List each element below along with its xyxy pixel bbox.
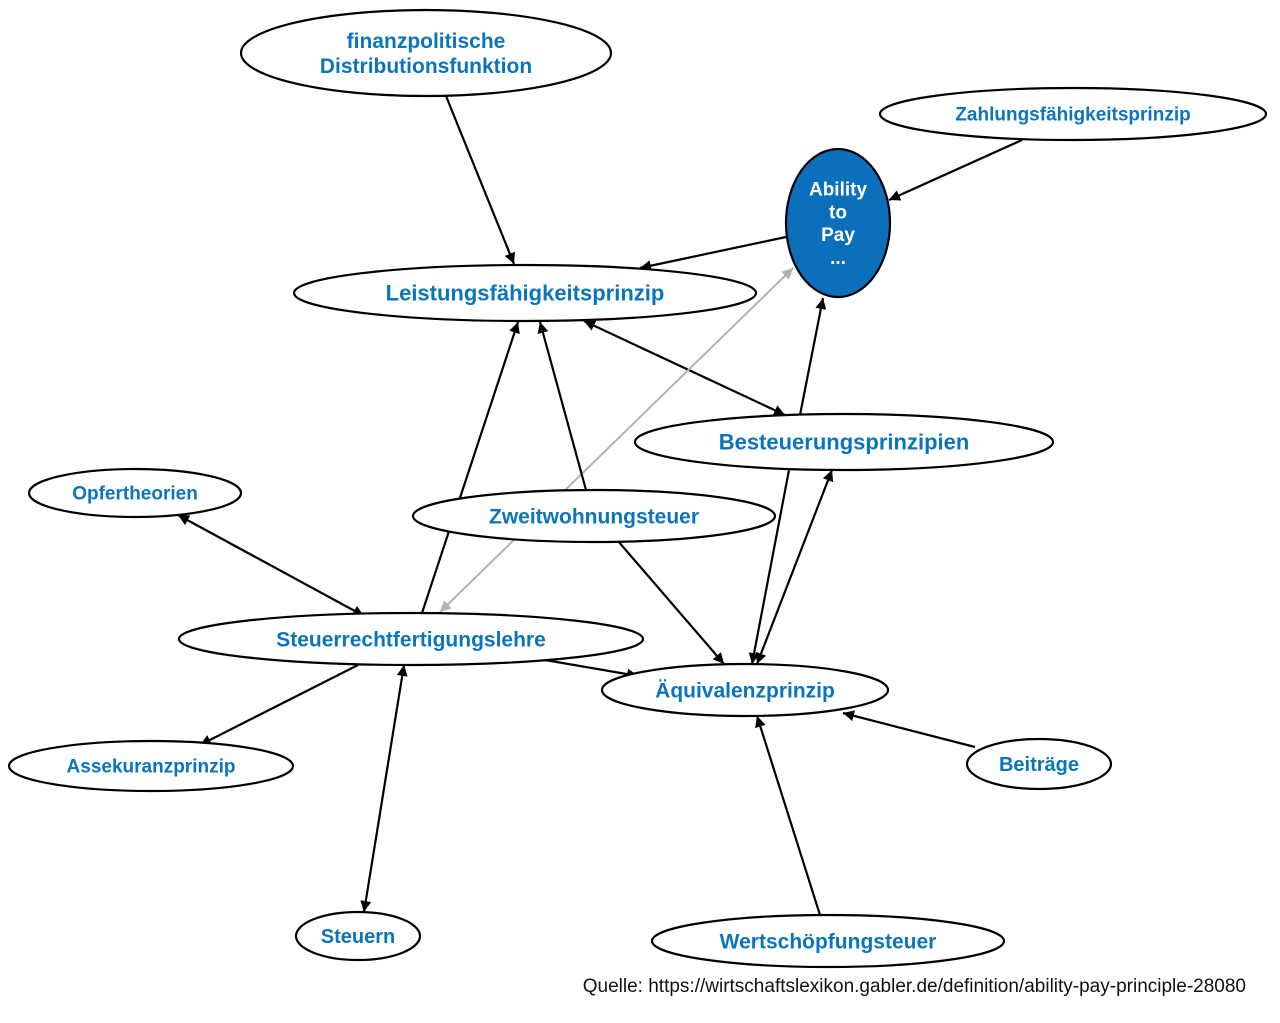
edge-zahlung-ability	[888, 138, 1023, 202]
node-label: Wertschöpfungsteuer	[720, 930, 937, 953]
node-label: Leistungsfähigkeitsprinzip	[386, 281, 665, 306]
node-shape	[878, 86, 1268, 142]
node-label: Steuern	[321, 926, 395, 948]
node-steuern[interactable]: Steuern	[294, 910, 422, 962]
node-label: Beiträge	[999, 754, 1079, 776]
edge-opfer-steuerrecht	[177, 514, 365, 617]
node-assekuranz[interactable]: Assekuranzprinzip	[7, 739, 295, 793]
node-label: Steuerrechtfertigungslehre	[276, 628, 546, 651]
node-ability[interactable]: AbilitytoPay...	[784, 147, 892, 299]
node-shape	[292, 263, 758, 323]
node-aequivalenz[interactable]: Äquivalenzprinzip	[600, 662, 890, 718]
edge-zweit-aequivalenz	[617, 540, 725, 665]
edge-besteuerung-aequivalenz	[748, 469, 791, 665]
node-label: Pay	[821, 225, 855, 246]
node-shape	[650, 913, 1006, 969]
node-label: Äquivalenzprinzip	[655, 679, 835, 702]
node-label: Zweitwohnungsteuer	[489, 505, 699, 528]
node-shape	[411, 488, 777, 544]
node-besteuerung[interactable]: Besteuerungsprinzipien	[633, 412, 1055, 472]
node-steuerrecht[interactable]: Steuerrechtfertigungslehre	[177, 611, 645, 667]
edge-steuerrecht-assekuranz	[199, 664, 359, 746]
node-label: Assekuranzprinzip	[67, 757, 236, 778]
node-opfer[interactable]: Opfertheorien	[27, 467, 243, 519]
node-label: ...	[830, 248, 846, 269]
node-shape	[633, 412, 1055, 472]
node-shape	[294, 910, 422, 962]
node-shape	[784, 147, 892, 299]
edge-aequivalenz-besteuerung	[755, 469, 834, 665]
edge-leistung-besteuerung	[583, 320, 786, 416]
edge-finanz-leistung	[444, 95, 516, 265]
source-caption: Quelle: https://wirtschaftslexikon.gable…	[582, 976, 1246, 997]
node-label: Distributionsfunktion	[320, 55, 532, 78]
node-shape	[965, 737, 1113, 791]
node-leistung[interactable]: Leistungsfähigkeitsprinzip	[292, 263, 758, 323]
edge-steuerrecht-aequivalenz	[544, 658, 639, 680]
node-beitraege[interactable]: Beiträge	[965, 737, 1113, 791]
node-label: Ability	[809, 179, 867, 200]
edge-besteuerung-ability	[798, 297, 827, 416]
edge-wertschoepfung-aequivalenz	[755, 715, 822, 916]
node-shape	[7, 739, 295, 793]
node-shape	[27, 467, 243, 519]
node-shape	[239, 8, 613, 98]
node-zahlung[interactable]: Zahlungsfähigkeitsprinzip	[878, 86, 1268, 142]
node-label: finanzpolitische	[347, 30, 506, 53]
edge-steuerrecht-steuern	[360, 664, 408, 913]
node-zweit[interactable]: Zweitwohnungsteuer	[411, 488, 777, 544]
node-label: Zahlungsfähigkeitsprinzip	[955, 105, 1190, 126]
edge-zweit-leistung	[537, 321, 588, 491]
node-shape	[177, 611, 645, 667]
edges-layer	[177, 95, 1023, 916]
node-shape	[600, 662, 890, 718]
node-label: Besteuerungsprinzipien	[719, 430, 970, 455]
edge-steuerrecht-ability	[439, 267, 794, 613]
edge-ability-leistung	[639, 235, 787, 272]
node-label: to	[829, 202, 847, 223]
node-wertschoepfung[interactable]: Wertschöpfungsteuer	[650, 913, 1006, 969]
edge-beitraege-aequivalenz	[842, 710, 976, 749]
nodes-layer: finanzpolitischeDistributionsfunktionZah…	[7, 8, 1268, 969]
node-label: Opfertheorien	[72, 484, 198, 505]
edge-steuerrecht-leistung	[420, 321, 520, 614]
